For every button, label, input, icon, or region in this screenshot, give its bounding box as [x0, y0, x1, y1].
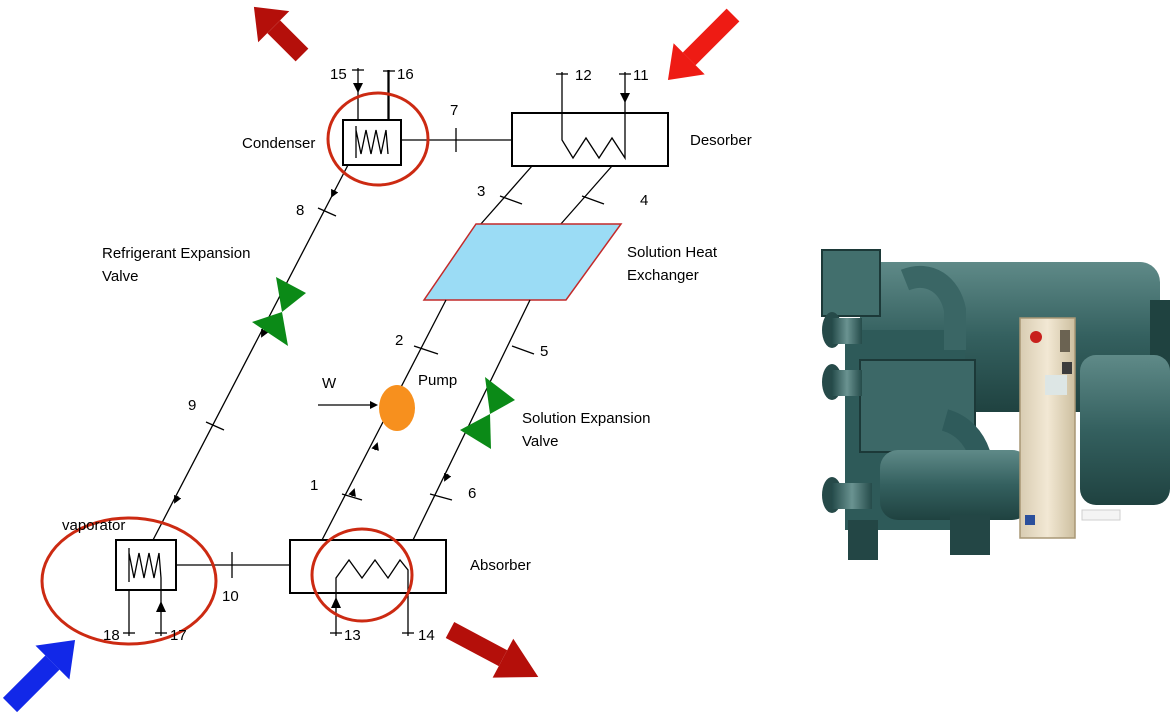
heat-out-arrow-top [253, 6, 309, 62]
solution-heat-exchanger [422, 223, 623, 301]
state-14: 14 [418, 627, 435, 644]
state-16: 16 [397, 66, 414, 83]
rev-label-1: Refrigerant Expansion [102, 245, 250, 262]
state-3: 3 [477, 183, 485, 200]
absorber-box [289, 539, 447, 594]
evaporator-highlight [40, 516, 218, 646]
refrigerant-expansion-valve [252, 277, 306, 346]
pump-icon [379, 385, 415, 431]
solution-expansion-valve [460, 377, 515, 449]
pump-label: Pump [418, 372, 457, 389]
state-11: 11 [633, 67, 649, 84]
state-6: 6 [468, 485, 476, 502]
condenser-box [342, 119, 402, 166]
cold-in-arrow-bottom [2, 639, 76, 713]
evaporator-label: vaporator [62, 517, 125, 534]
evaporator-coil [128, 548, 162, 590]
cycle-diagram [115, 68, 669, 636]
state-12: 12 [575, 67, 592, 84]
condenser-coil [355, 126, 389, 158]
absorber-label: Absorber [470, 557, 531, 574]
state-2: 2 [395, 332, 403, 349]
desorber-label: Desorber [690, 132, 752, 149]
shx-label-2: Exchanger [627, 267, 699, 284]
state-10: 10 [222, 588, 239, 605]
rev-label-2: Valve [102, 268, 138, 285]
line-8-9 [152, 164, 349, 541]
absorber-highlight [310, 527, 414, 623]
sev-label-2: Valve [522, 433, 558, 450]
highlight-circles [40, 91, 430, 646]
state-7: 7 [450, 102, 458, 119]
sev-label-1: Solution Expansion [522, 410, 650, 427]
state-13: 13 [344, 627, 361, 644]
absorption-chiller-photo [821, 249, 1170, 560]
component-labels: Condenser Desorber vaporator Absorber Pu… [62, 132, 752, 574]
state-5: 5 [540, 343, 548, 360]
absorber-coil [335, 558, 409, 636]
work-label: W [322, 375, 337, 392]
heat-in-arrow-top [667, 8, 740, 81]
state-9: 9 [188, 397, 196, 414]
state-8: 8 [296, 202, 304, 219]
heat-out-arrow-bottom [445, 622, 539, 678]
condenser-highlight [326, 91, 430, 187]
state-17: 17 [170, 627, 187, 644]
state-1: 1 [310, 477, 318, 494]
state-point-numbers: 1 2 3 4 5 6 7 8 9 10 11 12 13 14 15 16 1… [103, 66, 649, 644]
state-18: 18 [103, 627, 120, 644]
desorber-coil [561, 72, 626, 161]
shx-label-1: Solution Heat [627, 244, 718, 261]
state-15: 15 [330, 66, 347, 83]
desorber-box [511, 112, 669, 167]
state-4: 4 [640, 192, 648, 209]
condenser-label: Condenser [242, 135, 315, 152]
